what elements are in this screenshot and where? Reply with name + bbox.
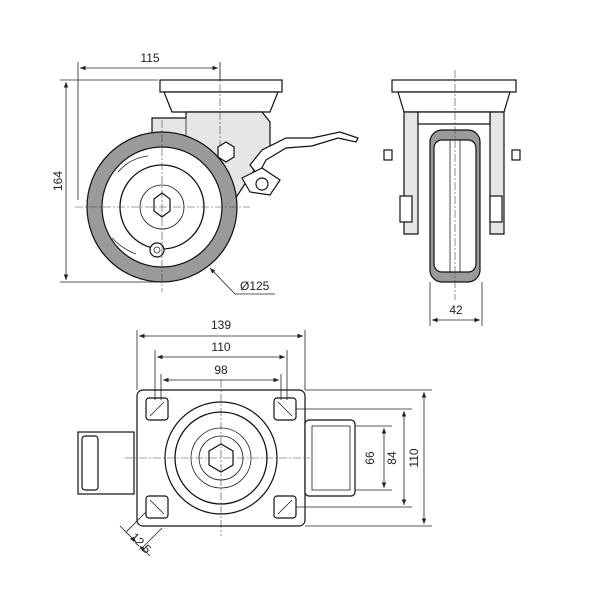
dim-diameter-label: Ø125	[240, 279, 270, 293]
dim-plate-width: 139	[136, 318, 306, 390]
dim-110-label: 110	[211, 340, 230, 354]
dim-height: 164	[51, 79, 158, 283]
dim-66-label: 66	[363, 451, 377, 465]
dim-164-label: 164	[51, 171, 65, 191]
front-view	[383, 70, 521, 300]
dim-hole-short: 98	[160, 363, 282, 400]
dim-84-label: 84	[385, 451, 399, 465]
front-top-plate	[391, 79, 517, 93]
dim-110-right-label: 110	[407, 448, 421, 467]
dim-42-label: 42	[449, 303, 463, 317]
top-view	[77, 380, 356, 536]
dim-12-5-label: 12,5	[128, 530, 155, 557]
kingpin-nut	[217, 141, 235, 163]
dim-98-label: 98	[214, 363, 228, 377]
top-wheel	[304, 419, 356, 497]
dim-top-plate: 115	[77, 51, 221, 200]
dim-115-label: 115	[140, 51, 159, 65]
dim-139-label: 139	[211, 318, 231, 332]
dim-110-right: 110	[305, 389, 432, 527]
dim-hole-long: 110	[154, 340, 288, 400]
brake-lever	[249, 131, 359, 177]
side-view	[75, 70, 359, 292]
dim-84: 84	[296, 408, 412, 508]
top-plate	[159, 79, 283, 93]
dim-wheel-width: 42	[429, 282, 483, 326]
dim-diameter: Ø125	[209, 267, 275, 295]
swivel-housing	[163, 91, 279, 113]
dim-66: 66	[355, 425, 392, 491]
